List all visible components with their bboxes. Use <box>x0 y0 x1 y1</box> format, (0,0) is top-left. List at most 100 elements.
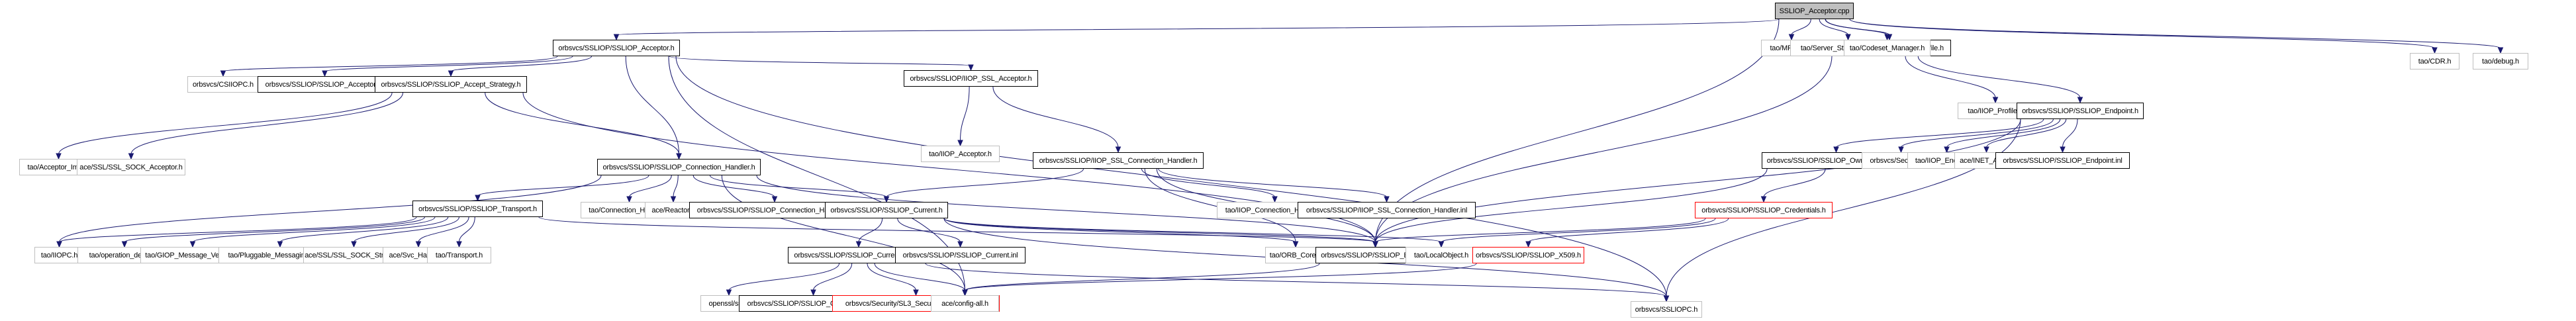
dependency-edge <box>1763 168 1826 198</box>
graph-node-acc-inl[interactable]: orbsvcs/SSLIOP/SSLIOP_Acceptor.inl <box>258 76 392 93</box>
arrowhead-icon <box>475 195 481 202</box>
node-label: tao/CDR.h <box>2418 57 2452 66</box>
dependency-edge <box>58 92 393 155</box>
dependency-edge <box>354 216 459 243</box>
dependency-edge <box>324 56 573 72</box>
dependency-edge <box>279 216 449 243</box>
dependency-edge <box>1836 118 2044 148</box>
graph-node-cdr[interactable]: tao/CDR.h <box>2410 53 2459 69</box>
node-label: orbsvcs/SSLIOP/IIOP_SSL_Acceptor.h <box>910 74 1032 83</box>
dependency-edge <box>1375 19 1780 243</box>
arrowhead-icon <box>351 241 357 248</box>
arrowhead-icon <box>957 241 963 248</box>
dependency-edge <box>1791 19 1811 36</box>
node-label: tao/Transport.h <box>435 251 483 259</box>
graph-node-cred-h[interactable]: orbsvcs/SSLIOP/SSLIOP_Credentials.h <box>1695 202 1833 218</box>
graph-node-localobj[interactable]: tao/LocalObject.h <box>1406 247 1477 263</box>
dependency-edge <box>1375 168 1768 243</box>
dependency-edge <box>858 218 883 243</box>
dependency-edge <box>728 263 840 291</box>
node-label: orbsvcs/SSLIOP/SSLIOP_Accept_Strategy.h <box>381 80 521 89</box>
graph-node-ssliopc[interactable]: orbsvcs/SSLIOPC.h <box>1631 301 1702 318</box>
graph-node-conn-h[interactable]: orbsvcs/SSLIOP/SSLIOP_Connection_Handler… <box>597 159 761 175</box>
dependency-edge <box>1905 56 1996 99</box>
dependency-edge <box>1917 56 2081 99</box>
graph-node-iiop-ssl-conn-inl[interactable]: orbsvcs/SSLIOP/IIOP_SSL_Connection_Handl… <box>1298 202 1476 218</box>
arrowhead-icon <box>1384 196 1390 203</box>
node-label: orbsvcs/CSIIOPC.h <box>193 80 254 89</box>
graph-node-iiop-acc[interactable]: tao/IIOP_Acceptor.h <box>921 146 1000 162</box>
dependency-edge <box>616 19 1780 36</box>
graph-node-ssl-sock-acc[interactable]: ace/SSL/SSL_SOCK_Acceptor.h <box>77 159 185 175</box>
dependency-edge <box>710 175 887 198</box>
arrowhead-icon <box>957 140 963 147</box>
node-label: ace/Reactor.h <box>651 206 695 214</box>
arrowhead-icon <box>1115 146 1121 154</box>
arrowhead-icon <box>277 241 283 248</box>
node-label: tao/Codeset_Manager.h <box>1849 44 1925 52</box>
node-label: ace/config-all.h <box>941 299 988 308</box>
dependency-edge <box>2062 118 2078 148</box>
dependency-edge <box>897 218 961 243</box>
graph-node-x509[interactable]: orbsvcs/SSLIOP/SSLIOP_X509.h <box>1472 247 1584 263</box>
graph-node-endpoint-h[interactable]: orbsvcs/SSLIOP/SSLIOP_Endpoint.h <box>2017 103 2144 119</box>
node-label: tao/Acceptor_Impl.h <box>27 163 90 171</box>
arrowhead-icon <box>968 64 974 71</box>
node-label: orbsvcs/SSLIOP/SSLIOP_Current.h <box>830 206 943 214</box>
arrowhead-icon <box>1833 146 1839 154</box>
node-label: tao/IIOPC.h <box>40 251 78 259</box>
dependency-edge <box>1901 118 2054 148</box>
node-label: orbsvcs/SSLIOP/SSLIOP_Current_Impl.h <box>794 251 924 259</box>
arrowhead-icon <box>883 196 890 203</box>
dependency-edge <box>59 216 417 243</box>
graph-node-codeset[interactable]: tao/Codeset_Manager.h <box>1844 40 1931 56</box>
dependency-edge <box>459 216 475 243</box>
arrowhead-icon <box>220 70 226 77</box>
graph-node-csiiopc[interactable]: orbsvcs/CSIIOPC.h <box>187 76 259 93</box>
dependency-edge <box>965 263 1477 291</box>
graph-node-config-all[interactable]: ace/config-all.h <box>931 295 999 312</box>
graph-node-cur-inl[interactable]: orbsvcs/SSLIOP/SSLIOP_Current.inl <box>895 247 1026 263</box>
graph-node-iiop-ssl-conn[interactable]: orbsvcs/SSLIOP/IIOP_SSL_Connection_Handl… <box>1033 152 1204 169</box>
dependency-edge <box>1375 218 1706 243</box>
arrowhead-icon <box>2060 146 2066 154</box>
dependency-edge <box>629 175 672 198</box>
arrowhead-icon <box>771 196 778 203</box>
node-label: orbsvcs/SSLIOP/SSLIOP_Export.h <box>1321 251 1430 259</box>
arrowhead-icon <box>2432 47 2438 54</box>
arrowhead-icon <box>1845 34 1851 41</box>
graph-node-current-h[interactable]: orbsvcs/SSLIOP/SSLIOP_Current.h <box>825 202 948 218</box>
arrowhead-icon <box>626 196 632 203</box>
arrowhead-icon <box>962 289 968 297</box>
graph-node-transport[interactable]: tao/Transport.h <box>427 247 491 263</box>
dependency-edge <box>1986 118 2067 148</box>
dependency-edge <box>673 175 679 198</box>
graph-node-iiop-ssl-acc[interactable]: orbsvcs/SSLIOP/IIOP_SSL_Acceptor.h <box>904 70 1038 87</box>
node-label: orbsvcs/SSLIOP/SSLIOP_Endpoint.h <box>2022 107 2138 115</box>
arrowhead-icon <box>1983 146 1989 154</box>
dependency-edge <box>943 218 1376 243</box>
node-label: orbsvcs/SSLIOP/SSLIOP_X509.h <box>1476 251 1581 259</box>
graph-node-debug[interactable]: tao/debug.h <box>2473 53 2528 69</box>
dependency-edge <box>1825 19 1887 36</box>
graph-node-accstrat[interactable]: orbsvcs/SSLIOP/SSLIOP_Accept_Strategy.h <box>375 76 527 93</box>
arrowhead-icon <box>810 289 816 297</box>
graph-node-iiopc[interactable]: tao/IIOPC.h <box>34 247 84 263</box>
dependency-edge <box>675 56 1667 297</box>
graph-node-root[interactable]: SSLIOP_Acceptor.cpp <box>1775 3 1854 19</box>
arrowhead-icon <box>1663 295 1670 302</box>
arrowhead-icon <box>726 289 732 297</box>
dependency-edge <box>130 92 404 155</box>
dependency-edge <box>925 263 1667 297</box>
arrowhead-icon <box>448 70 454 77</box>
dependency-edge <box>538 216 1376 243</box>
dependency-edge <box>886 168 1084 198</box>
graph-node-endpoint-inl[interactable]: orbsvcs/SSLIOP/SSLIOP_Endpoint.inl <box>1995 152 2130 169</box>
arrowhead-icon <box>121 241 128 248</box>
graph-node-acc-h[interactable]: orbsvcs/SSLIOP/SSLIOP_Acceptor.h <box>553 40 680 56</box>
dependency-edge <box>867 263 916 291</box>
graph-node-transport-h[interactable]: orbsvcs/SSLIOP/SSLIOP_Transport.h <box>412 201 543 217</box>
dependency-edge <box>669 56 971 66</box>
arrowhead-icon <box>415 241 422 248</box>
node-label: ace/SSL/SSL_SOCK_Stream.h <box>305 251 403 259</box>
